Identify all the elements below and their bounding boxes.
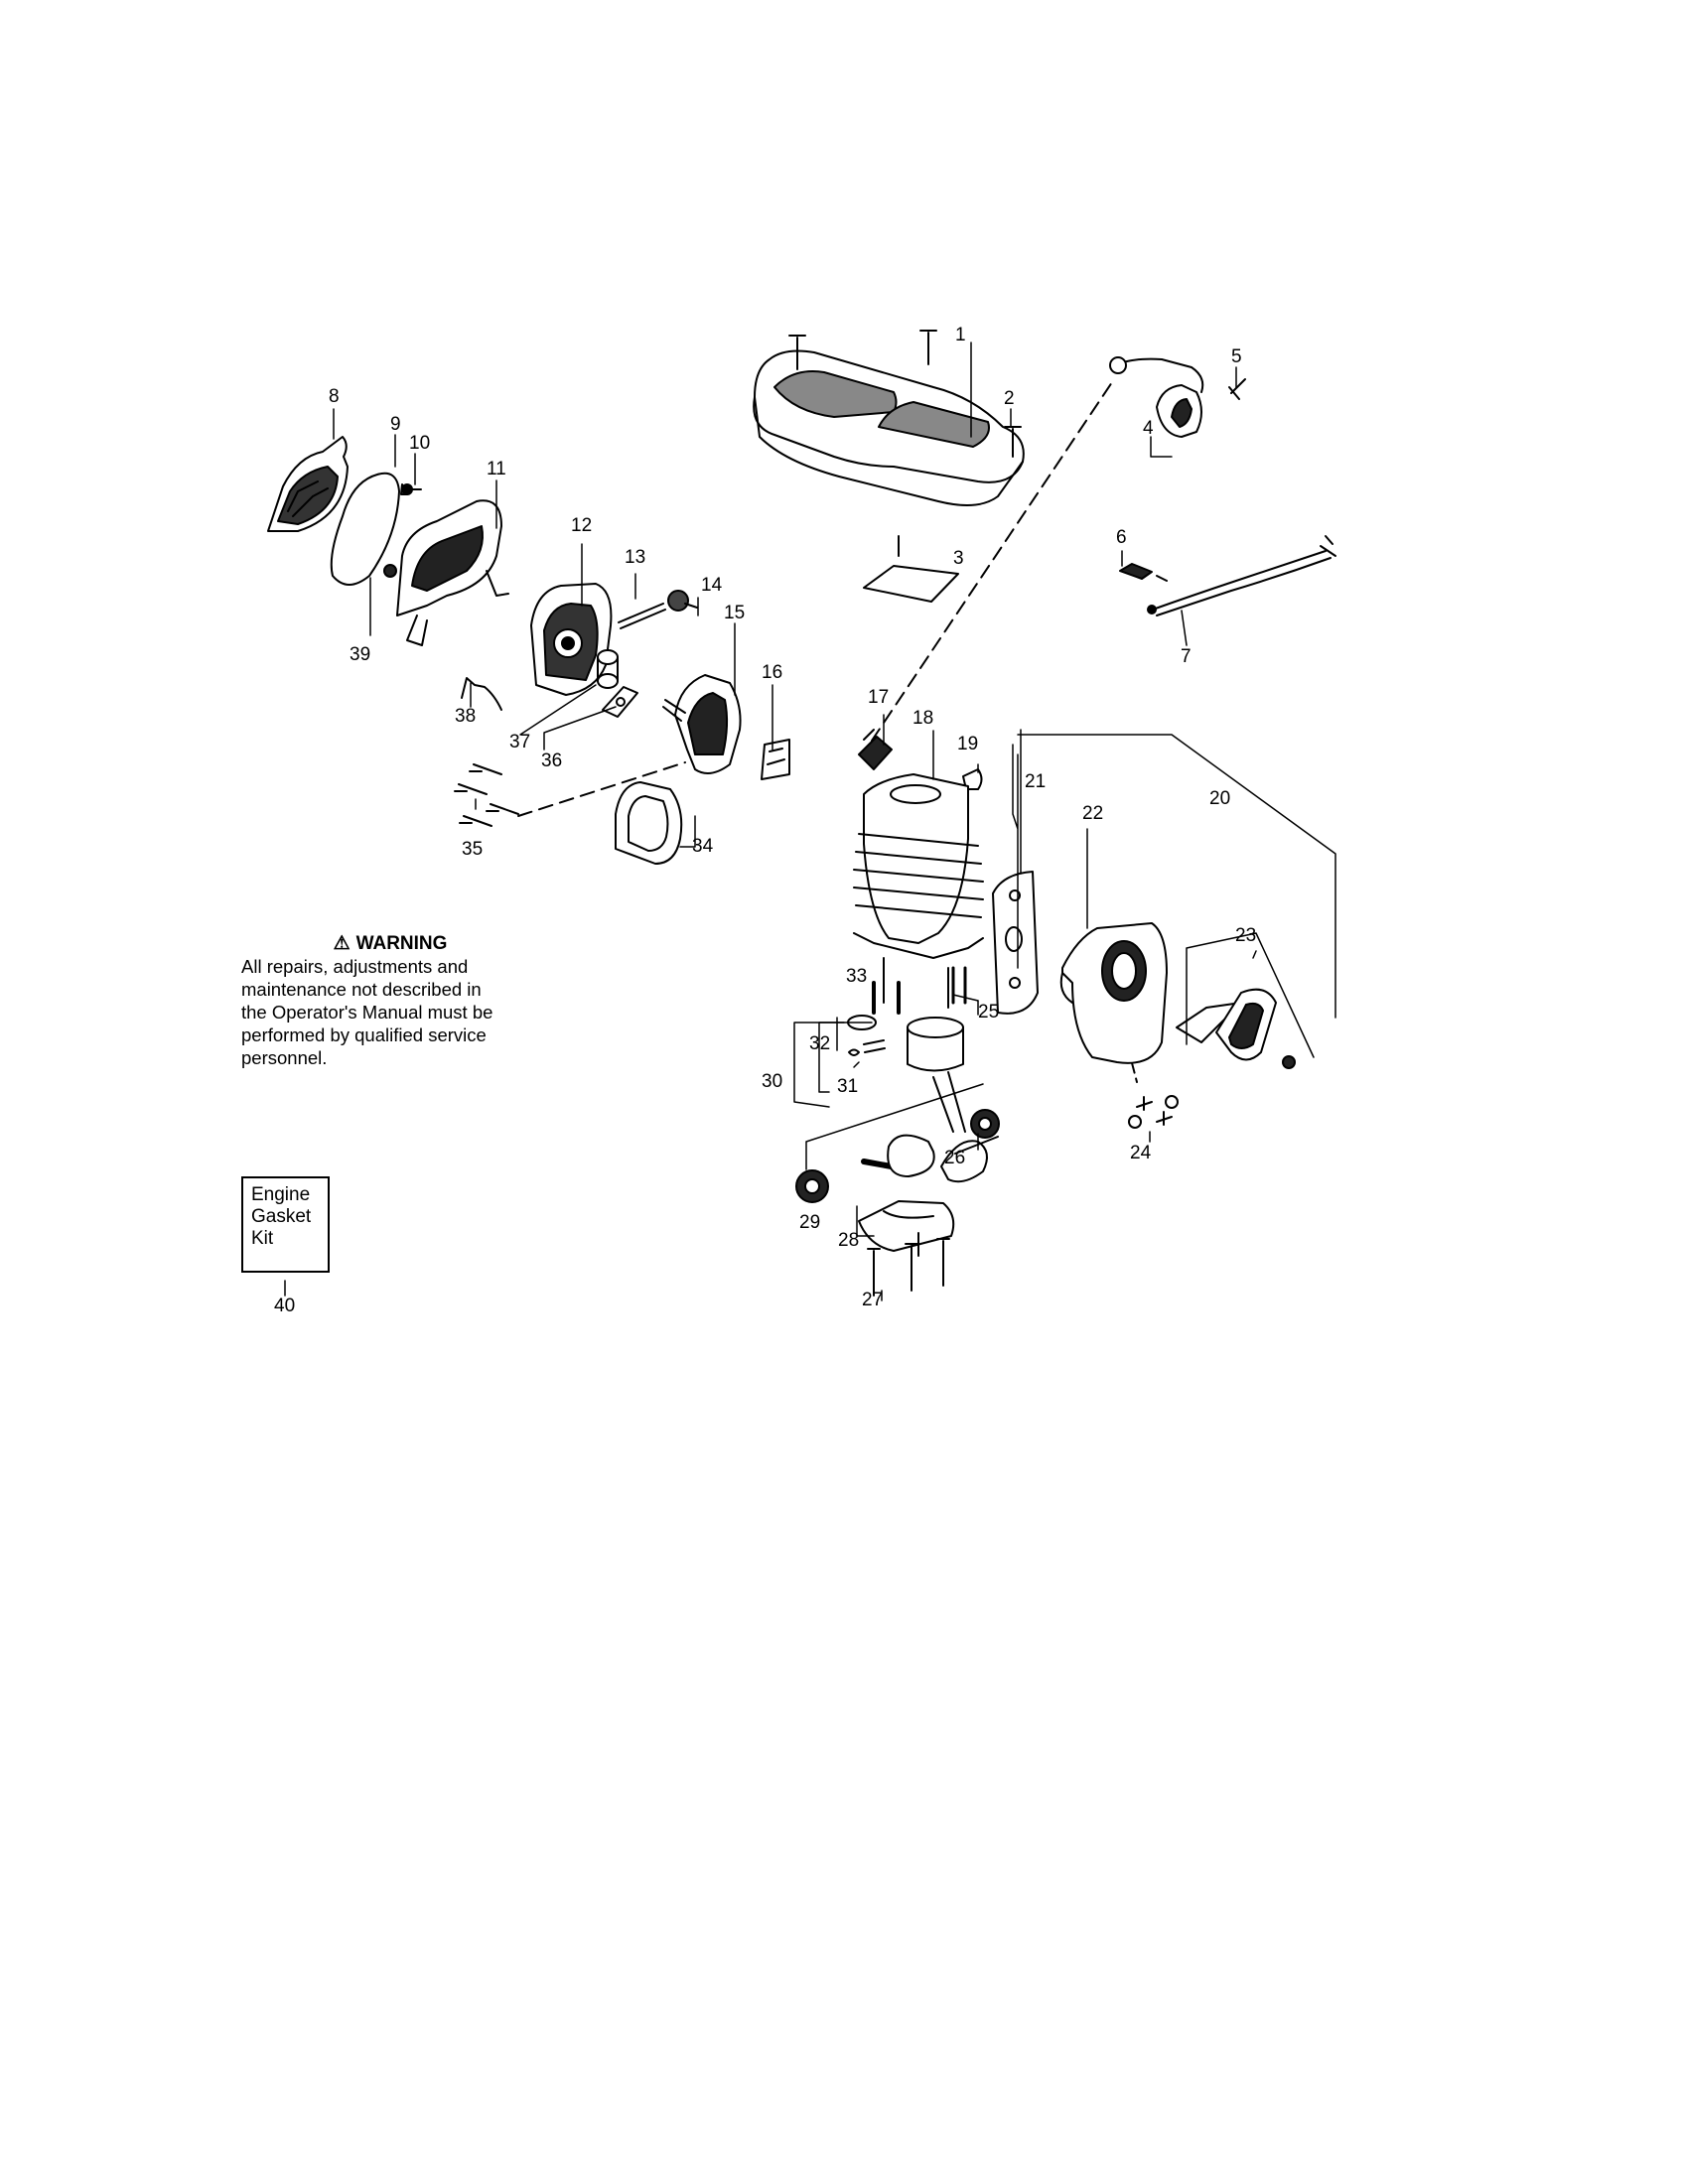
wire-harness [1147,535,1336,616]
callout-23: 23 [1235,925,1257,946]
callout-11: 11 [487,459,506,479]
warning-title: WARNING [355,933,448,954]
callout-37: 37 [509,732,531,752]
callout-14: 14 [701,575,723,596]
top-cover [753,349,1025,506]
callout-34: 34 [692,836,714,857]
gasket-3 [863,535,959,603]
callout-16: 16 [762,662,783,683]
callout-31: 31 [837,1076,859,1097]
callout-2: 2 [1004,388,1015,409]
screws-2 [788,330,1022,458]
spacer-37 [597,649,619,689]
callout-5: 5 [1231,346,1242,367]
kit-box-line: Gasket [251,1206,312,1227]
warning-notice: ⚠WARNING All repairs, adjustments and ma… [241,933,539,1069]
callout-25: 25 [978,1002,1000,1023]
fitting-14 [667,590,698,612]
callout-8: 8 [329,386,340,407]
nut-39 [383,564,397,578]
screws-24 [1128,1095,1179,1129]
warning-line: performed by qualified service [241,1024,487,1045]
callout-21: 21 [1025,771,1047,792]
bracket-6 [1119,563,1168,582]
callout-29: 29 [799,1212,821,1233]
callout-26: 26 [944,1148,966,1168]
rod-38 [461,677,502,711]
callout-36: 36 [541,751,563,771]
callout-35: 35 [462,839,484,860]
screws-35 [454,763,519,827]
callout-17: 17 [868,687,890,708]
assembly-line-ignition [871,381,1113,742]
piston [907,1017,964,1072]
warning-heading: ⚠WARNING [241,933,539,955]
callout-40: 40 [274,1296,296,1316]
carburetor [530,583,613,696]
air-filter-housing [396,499,509,646]
warning-line: maintenance not described in [241,979,482,1000]
callout-7: 7 [1181,646,1192,667]
callout-33: 33 [846,966,868,987]
callout-1: 1 [955,325,966,345]
callout-13: 13 [625,547,646,568]
muffler-cover [1215,988,1277,1061]
callout-4: 4 [1143,418,1154,439]
callout-32: 32 [809,1033,831,1054]
air-filter [330,472,400,586]
callout-20: 20 [1209,788,1231,809]
leader-lines [284,341,1336,1301]
callout-28: 28 [838,1230,860,1251]
warning-line: the Operator's Manual must be [241,1002,493,1023]
kit-box-line: Engine [251,1184,311,1205]
callout-3: 3 [953,548,964,569]
air-filter-cover [267,436,349,532]
pin-13 [618,603,666,629]
callout-24: 24 [1130,1143,1152,1163]
warning-triangle-icon: ⚠ [333,933,351,954]
callout-18: 18 [912,708,934,729]
circlips-33 [872,981,901,1015]
callout-9: 9 [390,414,401,435]
callout-22: 22 [1082,803,1104,824]
gasket-36 [602,686,638,718]
kit-box-line: Kit [251,1228,274,1249]
engine-gasket-kit-box: Engine Gasket Kit [241,1176,330,1273]
ignition-module [1109,356,1204,438]
warning-line: All repairs, adjustments and [241,956,469,977]
warning-body: All repairs, adjustments and maintenance… [241,955,539,1069]
callout-12: 12 [571,515,593,536]
assembly-line-manifold [517,761,686,817]
callout-19: 19 [957,734,979,754]
screws-27 [867,1232,950,1297]
screw-10 [400,483,422,495]
callout-10: 10 [409,433,431,454]
callout-30: 30 [762,1071,783,1092]
bearing-29 [795,1169,829,1203]
cylinder [853,773,984,1009]
crankshaft [861,1071,1000,1183]
crankcase [858,1200,955,1252]
retainer-31 [848,1039,886,1056]
warning-line: personnel. [241,1047,328,1068]
nut-23 [1282,1055,1296,1069]
callout-38: 38 [455,706,477,727]
gasket-34 [615,781,683,865]
callout-39: 39 [350,644,371,665]
intake-manifold [662,674,742,774]
callout-15: 15 [724,603,746,623]
screw-5 [1228,378,1246,400]
gasket-16 [761,739,790,780]
muffler [1059,922,1168,1064]
muffler-gasket [992,871,1039,1015]
callout-6: 6 [1116,527,1127,548]
callout-27: 27 [862,1290,884,1310]
